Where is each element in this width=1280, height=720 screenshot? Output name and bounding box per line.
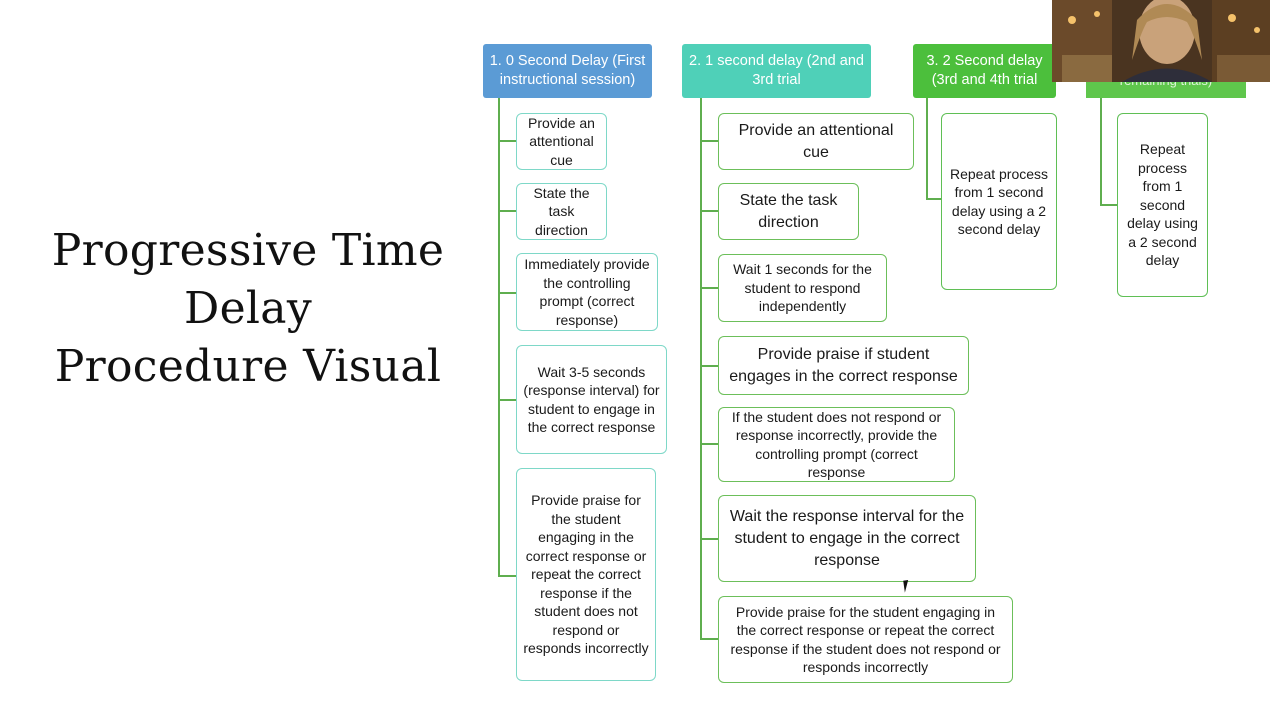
- connector-line: [700, 287, 718, 289]
- connector-line: [1100, 98, 1102, 206]
- presenter-video-icon: [1052, 0, 1270, 82]
- connector-line: [498, 292, 516, 294]
- column-1-step-5: Provide praise for the student engaging …: [516, 468, 656, 681]
- column-2-step-3: Wait 1 seconds for the student to respon…: [718, 254, 887, 322]
- column-2-step-6: Wait the response interval for the stude…: [718, 495, 976, 582]
- connector-line: [700, 638, 718, 640]
- connector-line: [498, 399, 516, 401]
- connector-line: [926, 98, 928, 200]
- connector-line: [700, 538, 718, 540]
- connector-line: [1100, 204, 1118, 206]
- column-2-step-2: State the task direction: [718, 183, 859, 240]
- slide-title-line-1: Progressive Time: [51, 225, 445, 276]
- column-2-step-1: Provide an attentional cue: [718, 113, 914, 170]
- connector-line: [700, 98, 702, 640]
- column-2-header: 2. 1 second delay (2nd and 3rd trial: [682, 44, 871, 98]
- column-2-step-7: Provide praise for the student engaging …: [718, 596, 1013, 683]
- column-4-step-1: Repeat process from 1 second delay using…: [1117, 113, 1208, 297]
- column-2-step-5: If the student does not respond or respo…: [718, 407, 955, 482]
- slide-title: Progressive Time Delay Procedure Visual: [30, 222, 466, 396]
- connector-line: [498, 575, 516, 577]
- presenter-webcam: [1052, 0, 1270, 82]
- connector-line: [498, 210, 516, 212]
- connector-line: [700, 365, 718, 367]
- connector-line: [926, 198, 942, 200]
- column-1-step-2: State the task direction: [516, 183, 607, 240]
- connector-line: [498, 140, 516, 142]
- slide-title-line-2: Delay: [184, 283, 312, 334]
- column-1-step-4: Wait 3-5 seconds (response interval) for…: [516, 345, 667, 454]
- mouse-cursor-icon: [903, 579, 915, 593]
- column-1-step-3: Immediately provide the controlling prom…: [516, 253, 658, 331]
- column-1-step-1: Provide an attentional cue: [516, 113, 607, 170]
- connector-line: [700, 210, 718, 212]
- column-3-header: 3. 2 Second delay (3rd and 4th trial: [913, 44, 1056, 98]
- column-3-step-1: Repeat process from 1 second delay using…: [941, 113, 1057, 290]
- connector-line: [700, 443, 718, 445]
- column-1-header: 1. 0 Second Delay (First instructional s…: [483, 44, 652, 98]
- column-2-step-4: Provide praise if student engages in the…: [718, 336, 969, 395]
- slide-title-line-3: Procedure Visual: [54, 341, 442, 392]
- connector-line: [700, 140, 718, 142]
- connector-line: [498, 98, 500, 576]
